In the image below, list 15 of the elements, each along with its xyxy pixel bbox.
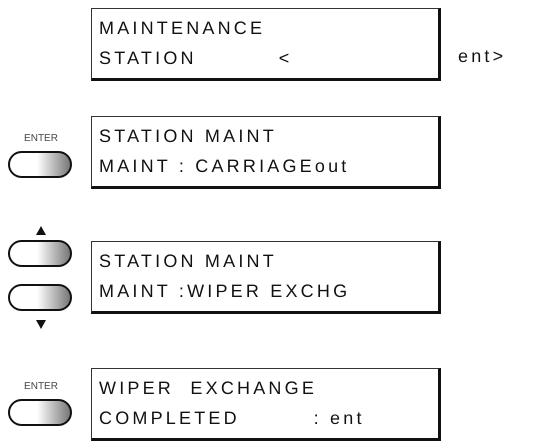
lcd-display	[91, 241, 441, 314]
lcd-display	[91, 116, 441, 189]
display-text: STATION MAINT	[99, 125, 277, 147]
display-text: COMPLETED : ent	[99, 407, 365, 429]
lcd-display	[91, 8, 441, 81]
display-text: STATION <	[99, 47, 292, 69]
button-label: ENTER	[23, 133, 59, 144]
display-text: STATION MAINT	[99, 250, 277, 272]
display-text: WIPER EXCHANGE	[99, 377, 318, 399]
button-label: ENTER	[23, 381, 59, 392]
lcd-display	[91, 368, 441, 441]
display-text: MAINT : CARRIAGEout	[99, 155, 350, 177]
display-text: MAINTENANCE	[99, 17, 266, 39]
display-text: MAINT :WIPER EXCHG	[99, 280, 350, 302]
display-text: ent>	[458, 46, 506, 67]
